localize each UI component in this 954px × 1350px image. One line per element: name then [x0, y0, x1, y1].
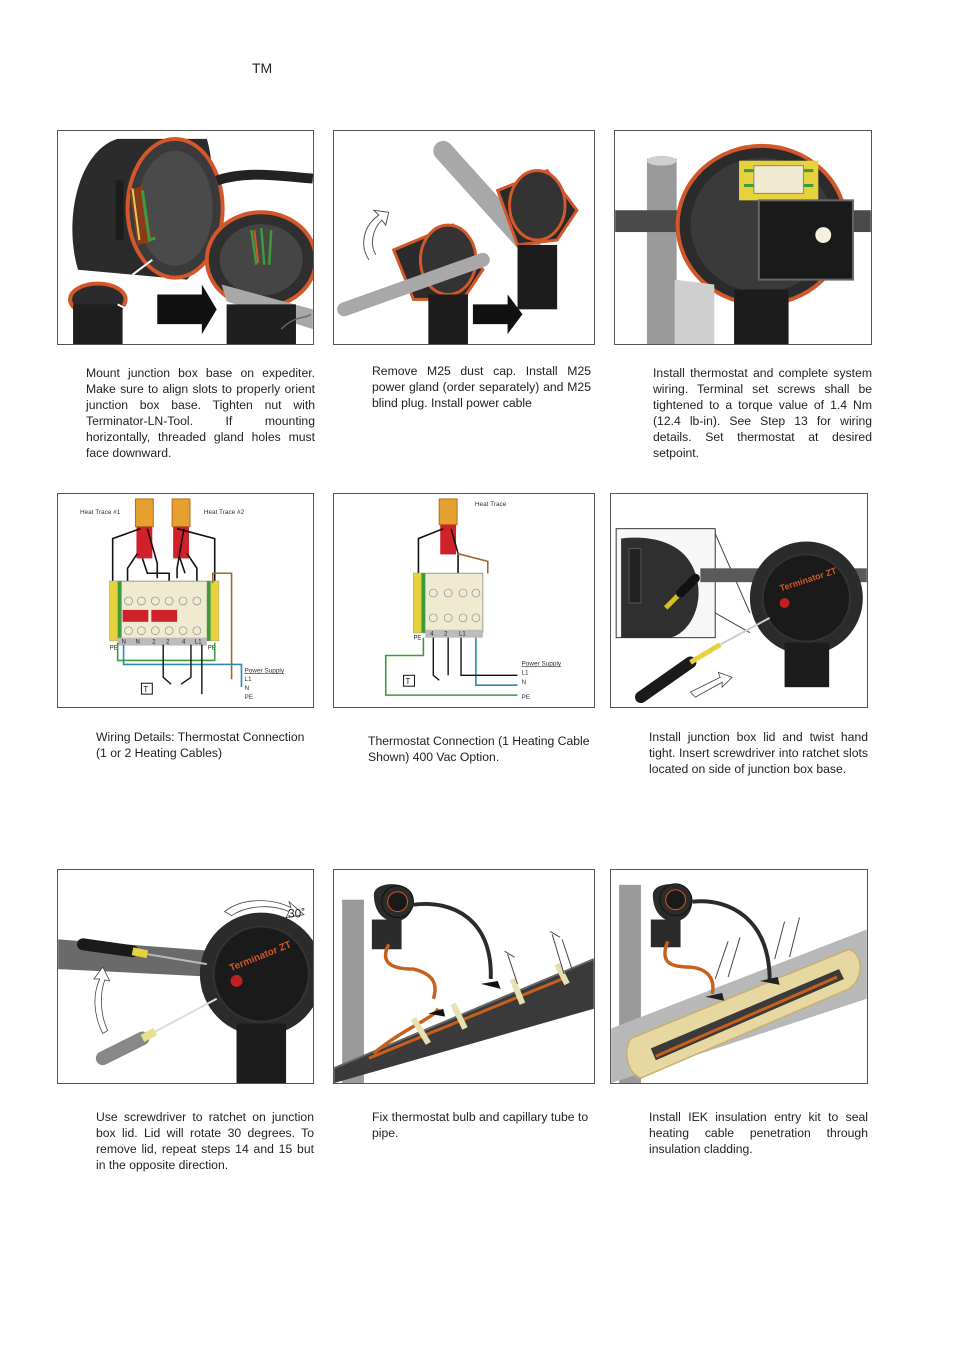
terminal-label: 2	[166, 640, 169, 646]
panel-step-6-image: Terminator ZT	[610, 493, 868, 708]
panel-step-9-image	[610, 869, 868, 1084]
panel-step-7-image: Terminator ZT 30˚	[57, 869, 314, 1084]
panel-step-3-image	[614, 130, 872, 345]
trademark-mark: TM	[252, 60, 273, 76]
label-pe: PE	[521, 694, 530, 701]
caption-step-4: Wiring Details: Thermostat Connection (1…	[96, 730, 305, 760]
panel-step-8-image	[333, 869, 595, 1084]
caption-step-5: Thermostat Connection (1 Heating Cable S…	[368, 734, 590, 764]
label-power-supply: Power Supply	[244, 667, 284, 674]
label-l1: L1	[244, 676, 252, 683]
label-pe: PE	[244, 694, 253, 701]
caption-step-2: Remove M25 dust cap. Install M25 power g…	[372, 364, 591, 410]
terminal-label: L1	[459, 632, 466, 638]
caption-step-7: Use screwdriver to ratchet on junction b…	[96, 1110, 314, 1172]
terminal-label: N	[122, 640, 126, 646]
wiring-diagram-two-cables: Heat Trace #1 Heat Trace #2 N N 2 2 4 L1…	[57, 493, 314, 708]
caption-step-8: Fix thermostat bulb and capillary tube t…	[372, 1110, 589, 1140]
label-heat-trace: Heat Trace	[475, 501, 507, 508]
terminal-label: 4	[182, 640, 186, 646]
terminal-label: 2	[152, 640, 155, 646]
terminal-label: N	[135, 640, 139, 646]
label-heat-trace-1: Heat Trace #1	[80, 509, 121, 516]
label-heat-trace-2: Heat Trace #2	[204, 509, 245, 516]
label-l1: L1	[521, 669, 529, 676]
thermostat-symbol: T	[143, 685, 148, 694]
panel-step-2-image	[333, 130, 595, 345]
caption-step-9: Install IEK insulation entry kit to seal…	[649, 1110, 868, 1156]
terminal-label: 2	[444, 632, 447, 638]
caption-step-6: Install junction box lid and twist hand …	[649, 730, 868, 776]
label-n: N	[521, 679, 526, 686]
thermostat-symbol: T	[406, 677, 411, 686]
caption-step-3: Install thermostat and complete system w…	[653, 366, 872, 460]
wiring-diagram-one-cable-400v: Heat Trace 4 2 L1 PE T Power Supply L1 N…	[333, 493, 595, 708]
rotation-angle-label: 30˚	[288, 907, 305, 921]
label-power-supply: Power Supply	[521, 660, 561, 667]
pe-label-left: PE	[110, 646, 118, 652]
label-n: N	[244, 685, 249, 692]
pe-label-right: PE	[208, 646, 216, 652]
terminal-label: 4	[430, 632, 434, 638]
terminal-label: L1	[195, 640, 202, 646]
caption-step-1: Mount junction box base on expediter. Ma…	[86, 366, 315, 460]
panel-step-1-image	[57, 130, 314, 345]
pe-label: PE	[413, 636, 421, 642]
